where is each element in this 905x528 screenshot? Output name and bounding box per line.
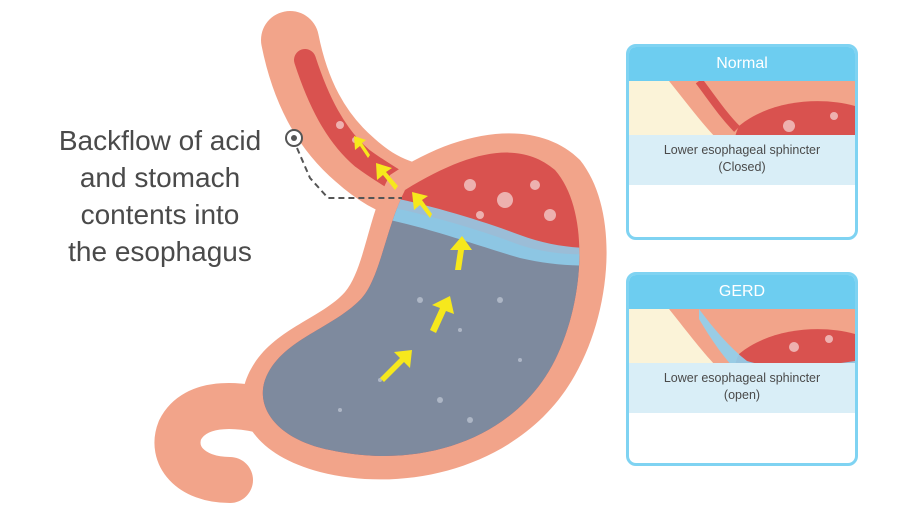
backflow-caption: Backflow of acid and stomach contents in… xyxy=(30,122,290,270)
reflux-arrow-4 xyxy=(412,192,432,218)
normal-desc-line2: (Closed) xyxy=(718,160,766,174)
reflux-arrow-1 xyxy=(380,350,412,382)
normal-panel-title: Normal xyxy=(629,47,855,81)
particles xyxy=(338,297,522,423)
acid-layer xyxy=(380,195,580,266)
normal-desc-line1: Lower esophageal sphincter xyxy=(663,143,821,157)
gerd-panel-image: Lower esophageal sphincter (open) xyxy=(629,309,855,413)
caption-line-4: the esophagus xyxy=(68,236,252,267)
caption-line-3: contents into xyxy=(80,199,240,230)
caption-line-2: and stomach xyxy=(79,162,241,193)
reflux-arrow-5 xyxy=(376,163,398,190)
leader-dot-inner xyxy=(291,135,297,141)
gerd-panel-title: GERD xyxy=(629,275,855,309)
normal-panel-image: Lower esophageal sphincter (Closed) xyxy=(629,81,855,185)
gerd-desc-line1: Lower esophageal sphincter xyxy=(663,371,821,385)
gerd-desc-line2: (open) xyxy=(723,388,761,402)
normal-panel: Normal Lower esophageal sphincter (Close… xyxy=(626,44,858,240)
bubbles xyxy=(336,121,556,221)
reflux-arrows xyxy=(354,136,472,382)
caption-line-1: Backflow of acid xyxy=(58,125,262,156)
gerd-panel: GERD Lower esophageal sphincter (open) xyxy=(626,272,858,466)
gerd-panel-description: Lower esophageal sphincter (open) xyxy=(629,363,855,413)
reflux-arrow-3 xyxy=(450,236,472,270)
reflux-arrow-2 xyxy=(430,296,454,333)
reflux-arrow-6 xyxy=(354,136,370,158)
leader-line xyxy=(285,129,402,199)
normal-panel-description: Lower esophageal sphincter (Closed) xyxy=(629,135,855,185)
